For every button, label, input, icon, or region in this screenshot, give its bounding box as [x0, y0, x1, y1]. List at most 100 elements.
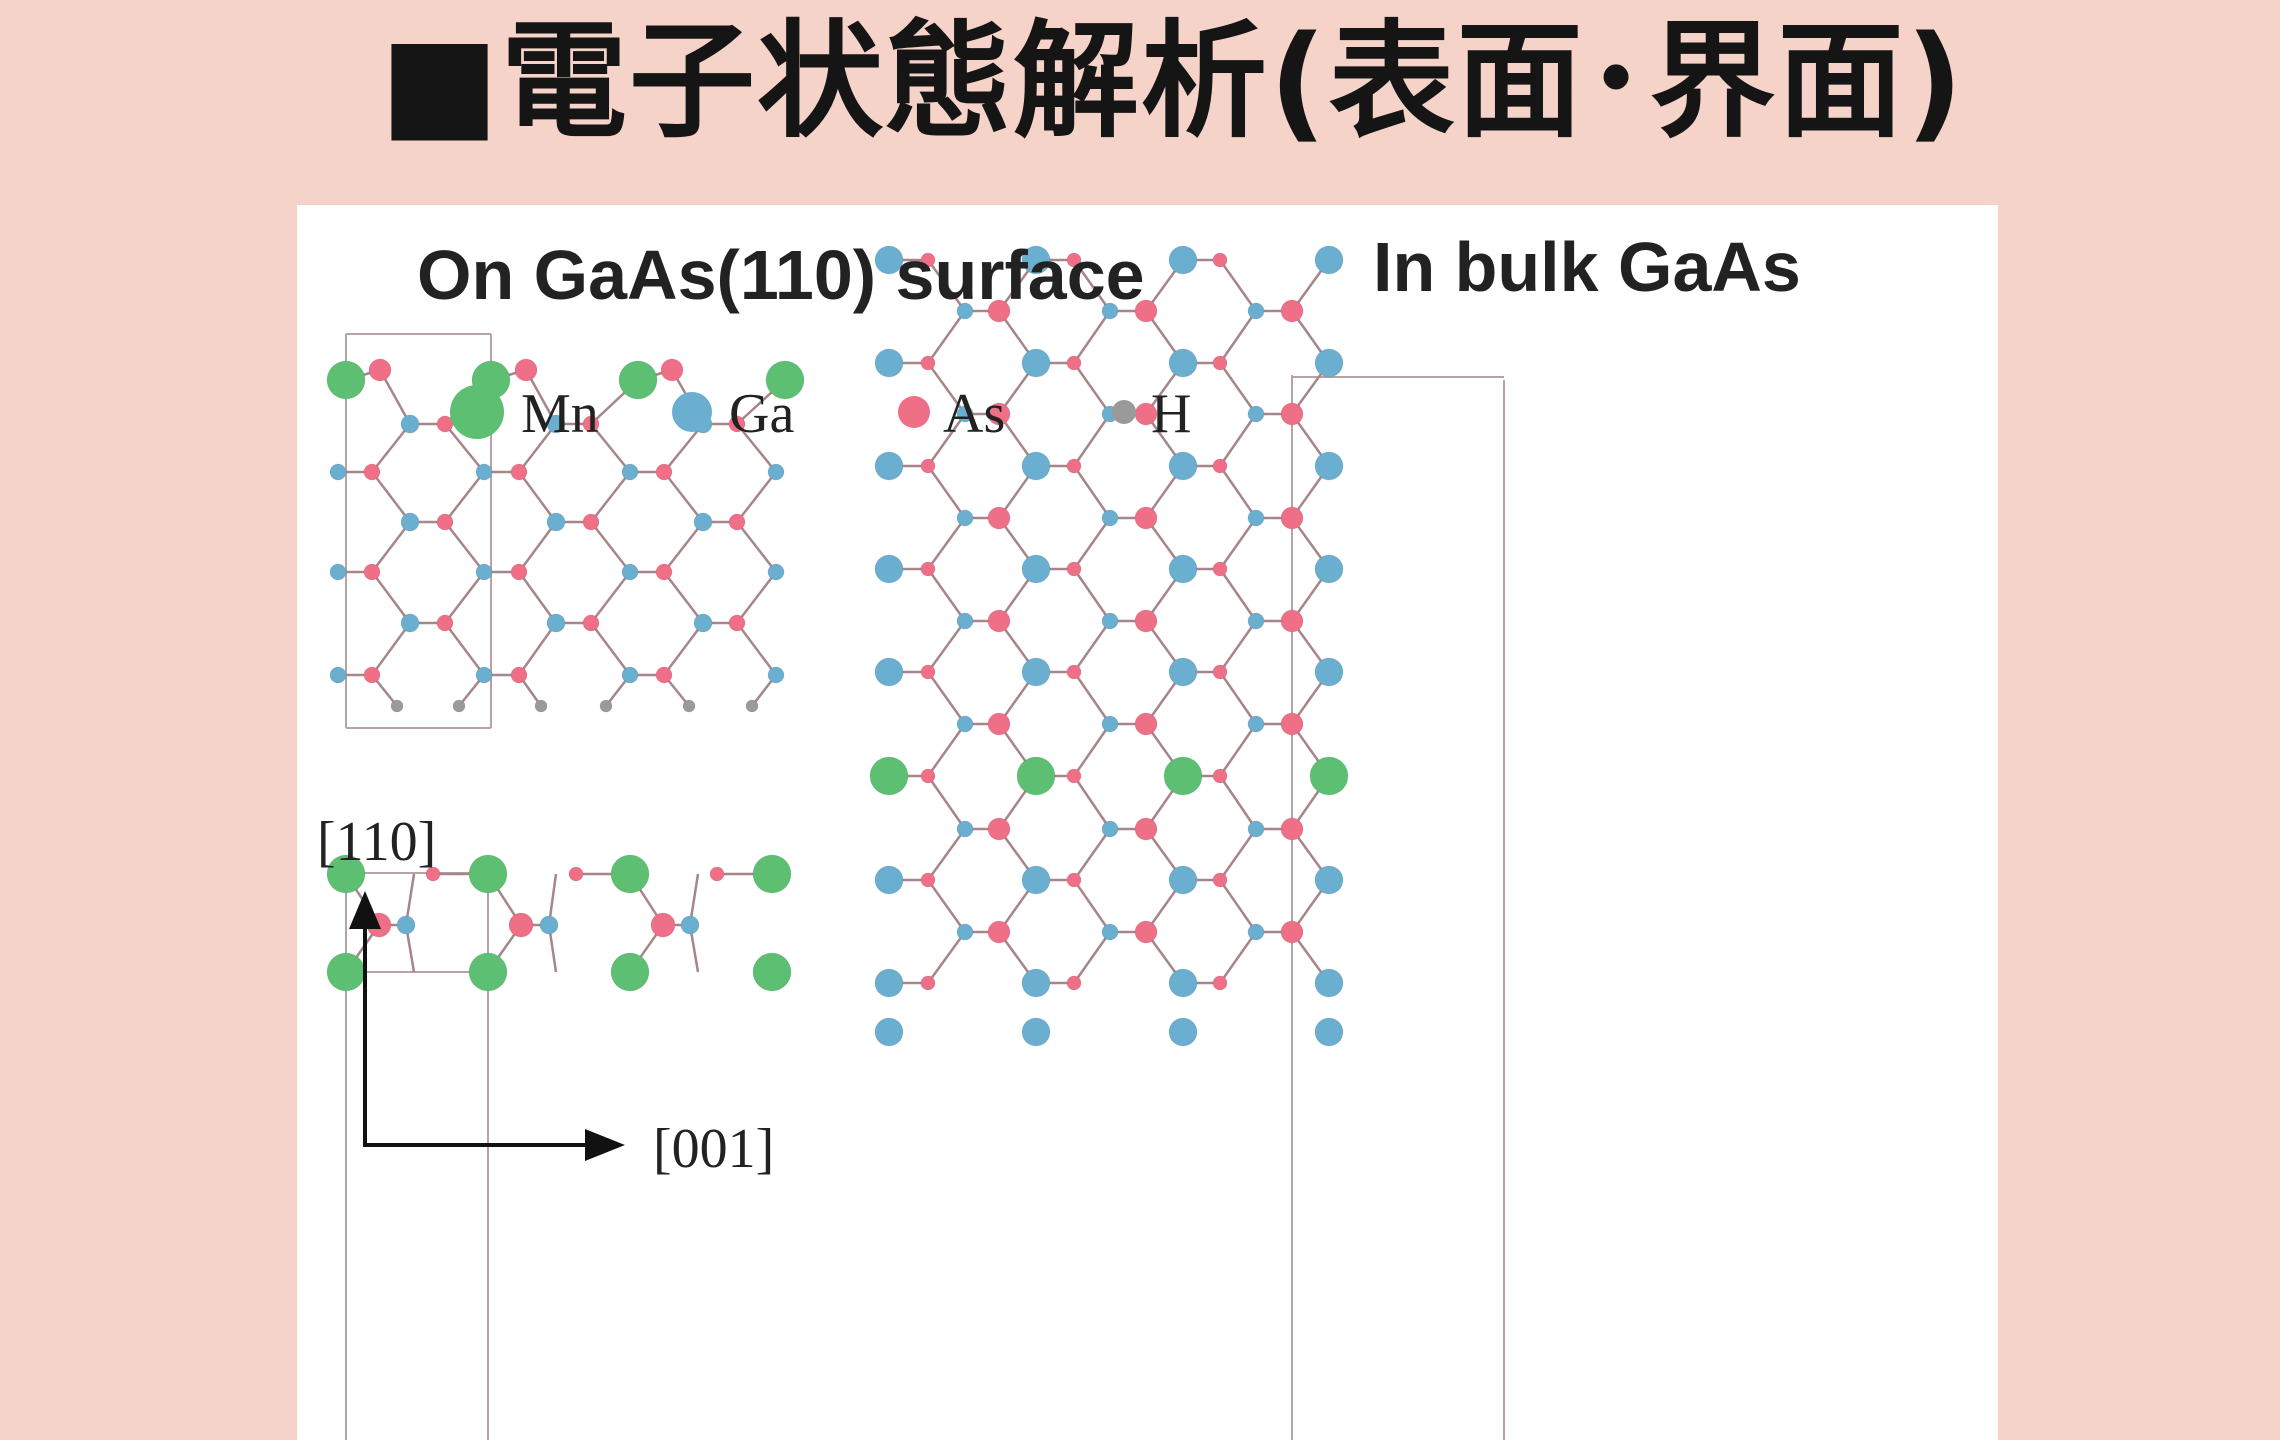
bulk-ga-atom: [1247, 923, 1265, 941]
bulk-ga-atom: [1314, 657, 1344, 687]
axis-indicator: [110] [001]: [317, 811, 774, 1180]
bulk-as-atom: [1066, 975, 1082, 991]
surface-bond: [370, 571, 412, 624]
surface-as-atom: [728, 415, 746, 433]
surface-bond: [444, 521, 485, 573]
bulk-as-atom: [920, 355, 936, 371]
bulk-ga-atom: [1021, 1017, 1051, 1047]
bulk-as-atom: [1134, 299, 1158, 323]
bulk-bond: [1218, 931, 1258, 984]
bulk-bond: [1072, 259, 1112, 312]
bulk-ga-atom: [1101, 820, 1119, 838]
surface-as-atom: [436, 614, 454, 632]
lower-as-atom: [650, 912, 676, 938]
lower-mn-atom: [752, 854, 792, 894]
vertical-axis-arrowhead: [349, 891, 381, 929]
bulk-as-atom: [1212, 975, 1228, 991]
surface-as-atom: [436, 513, 454, 531]
bulk-as-atom: [1212, 872, 1228, 888]
bulk-bond: [1072, 568, 1112, 622]
surface-bond: [370, 622, 412, 676]
bulk-ga-atom: [956, 923, 974, 941]
figure-panel: On GaAs(110) surface In bulk GaAs Mn Ga …: [297, 205, 1998, 1440]
bulk-ga-atom: [1247, 302, 1265, 320]
surface-bond: [663, 423, 704, 473]
surface-ga-atom: [621, 666, 639, 684]
surface-ga-atom: [329, 563, 347, 581]
bulk-bond: [926, 620, 967, 673]
surface-as-atom: [363, 563, 381, 581]
bulk-as-atom: [1134, 609, 1158, 633]
bulk-bond: [1072, 620, 1112, 673]
bulk-as-atom: [1212, 664, 1228, 680]
bulk-ga-atom: [1314, 554, 1344, 584]
bulk-bond: [1218, 465, 1258, 519]
surface-bond: [736, 423, 777, 473]
bulk-panel-title: In bulk GaAs: [1373, 228, 1801, 306]
legend-h-label: H: [1151, 383, 1191, 445]
lower-as-atom: [425, 866, 441, 882]
surface-as-atom: [363, 463, 381, 481]
surface-bond: [517, 571, 558, 624]
bulk-as-atom: [1280, 506, 1304, 530]
bulk-as-atom: [1066, 768, 1082, 784]
bulk-as-atom: [1066, 561, 1082, 577]
bulk-ga-atom: [956, 715, 974, 733]
surface-bond: [590, 471, 631, 523]
bulk-ga-atom: [1314, 245, 1344, 275]
bulk-bond: [926, 775, 967, 830]
bulk-as-atom: [1212, 768, 1228, 784]
lattice-figure: On GaAs(110) surface In bulk GaAs Mn Ga …: [317, 228, 1801, 1440]
bulk-ga-atom: [1168, 554, 1198, 584]
bulk-as-atom: [920, 975, 936, 991]
bulk-bond: [926, 879, 967, 933]
bulk-bond: [1072, 879, 1112, 933]
bulk-ga-atom: [874, 657, 904, 687]
surface-bond: [444, 471, 485, 523]
bulk-bond: [1072, 465, 1112, 519]
legend-ga-marker: [672, 392, 712, 432]
surface-ga-atom: [400, 414, 420, 434]
bulk-ga-atom: [874, 1017, 904, 1047]
bulk-ga-atom: [1314, 968, 1344, 998]
surface-ga-atom: [329, 463, 347, 481]
legend-as-marker: [898, 396, 930, 428]
bulk-bond: [1072, 828, 1112, 881]
bulk-as-atom: [1134, 712, 1158, 736]
bulk-ga-atom: [1247, 715, 1265, 733]
bulk-bond: [1072, 775, 1112, 830]
surface-as-atom: [728, 614, 746, 632]
legend-mn-marker: [450, 385, 504, 439]
bulk-ga-atom: [874, 968, 904, 998]
lower-as-atom: [568, 866, 584, 882]
legend-ga-label: Ga: [729, 383, 794, 445]
bulk-as-atom: [1280, 609, 1304, 633]
bulk-as-atom: [1134, 506, 1158, 530]
bulk-ga-atom: [874, 245, 904, 275]
bulk-bond: [1072, 413, 1112, 467]
lower-mn-atom: [468, 952, 508, 992]
bulk-bond: [1072, 517, 1112, 570]
surface-h-atom: [599, 699, 613, 713]
horizontal-axis-arrowhead: [585, 1129, 625, 1161]
vertical-axis-label: [110]: [317, 811, 436, 873]
bulk-as-atom: [1280, 712, 1304, 736]
bulk-ga-atom: [1168, 968, 1198, 998]
lower-mn-atom: [326, 854, 366, 894]
bulk-bond: [926, 828, 967, 881]
bulk-ga-atom: [1101, 509, 1119, 527]
bulk-ga-atom: [1021, 554, 1051, 584]
bulk-ga-atom: [1101, 302, 1119, 320]
bulk-as-atom: [987, 299, 1011, 323]
bulk-as-atom: [1212, 355, 1228, 371]
bulk-ga-atom: [1101, 612, 1119, 630]
bulk-bond: [926, 259, 967, 312]
bulk-ga-atom: [1314, 451, 1344, 481]
surface-as-atom: [510, 666, 528, 684]
surface-bond: [590, 521, 631, 573]
surface-as-atom: [582, 513, 600, 531]
surface-ga-atom: [329, 666, 347, 684]
bulk-ga-atom: [1168, 451, 1198, 481]
surface-h-atom: [390, 699, 404, 713]
surface-h-atom: [534, 699, 548, 713]
